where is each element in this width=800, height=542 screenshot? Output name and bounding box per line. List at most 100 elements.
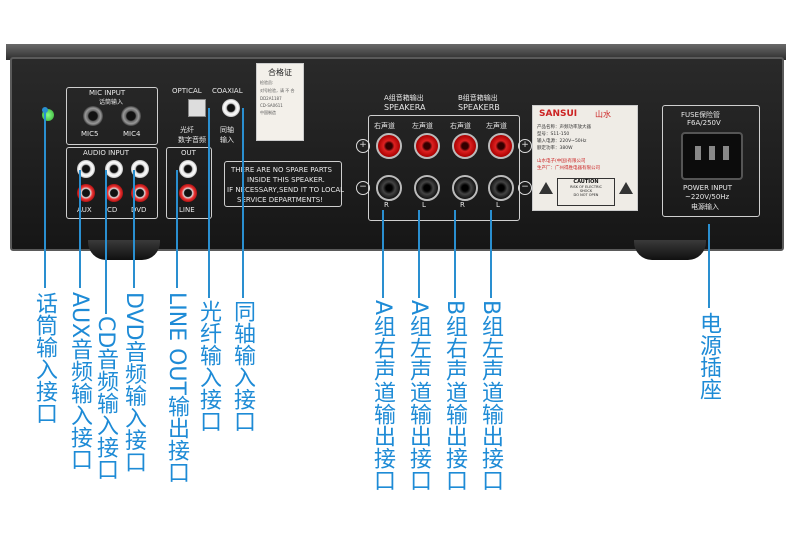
coaxial-jack[interactable] [222,99,240,117]
speaker-a-left-cn: 左声道 [412,122,433,130]
mic4-jack[interactable] [121,106,141,126]
cd-right-jack[interactable] [105,184,123,202]
caution-line: RISK OF ELECTRIC [570,185,602,189]
audio-input-panel: AUDIO INPUT AUX CD DVD [66,147,158,219]
callout-coaxial-input: 同轴输入接口 [230,300,255,432]
power-input-label: POWER INPUT [683,184,733,192]
speaker-b-en: SPEAKERB [458,103,500,112]
b-l-label: L [496,201,500,209]
b-right-negative-post[interactable] [452,175,478,201]
lightning-triangle-icon [619,182,633,194]
certificate-line: CD-SA0611 [260,103,283,108]
b-right-positive-post[interactable] [452,133,478,159]
plus-icon: + [356,139,370,153]
speaker-b-left-cn: 左声道 [486,122,507,130]
callout-line [44,110,46,288]
minus-icon: − [518,181,532,195]
callout-power-socket: 电源插座 [696,312,721,400]
dvd-right-jack[interactable] [131,184,149,202]
warning-triangle-icon [539,182,553,194]
mic5-label: MIC5 [81,130,99,138]
mic-input-panel: MIC INPUT 话筒输入 MIC5 MIC4 [66,87,158,145]
callout-optical-input: 光纤输入接口 [196,300,221,432]
spec-line: 产品名称：声频功率放大器 [537,125,591,130]
warning-line: IF NECESSARY,SEND IT TO LOCAL [227,186,345,194]
mic4-label: MIC4 [123,130,141,138]
plus-icon: + [518,139,532,153]
a-right-negative-post[interactable] [376,175,402,201]
aux-right-jack[interactable] [77,184,95,202]
brand-cn: 山水 [595,110,611,119]
optical-port[interactable] [188,99,206,117]
certificate-line: 对号检验，请 不 合 [260,88,295,93]
warning-box: THERE ARE NO SPARE PARTS INSIDE THIS SPE… [224,161,345,207]
callout-line [418,210,420,298]
callout-line [490,210,492,298]
aux-left-jack[interactable] [77,160,95,178]
a-left-positive-post[interactable] [414,133,440,159]
brand-name: SANSUI [539,109,578,119]
warning-line: THERE ARE NO SPARE PARTS [231,166,332,174]
certificate-sticker: 合格证 检验员: 对号检验，请 不 合 DD2A1187 CD-SA0611 中… [256,63,304,141]
certificate-line: 检验员: [260,80,274,85]
socket-pin [695,146,701,160]
b-left-negative-post[interactable] [488,175,514,201]
caution-title: CAUTION [573,179,599,185]
callout-a-left: A组左声道输出接口 [406,300,431,492]
spec-label: SANSUI 山水 产品名称：声频功率放大器 型号：S11-150 输入电源：2… [532,105,638,211]
callout-b-right: B组右声道输出接口 [442,300,467,492]
power-input-cn: 电源输入 [691,203,719,211]
callout-dvd-input: DVD音频输入接口 [121,292,146,473]
coaxial-cn-label: 同轴 [220,126,234,134]
foot [634,240,706,260]
callout-a-right: A组右声道输出接口 [370,300,395,492]
line-out-right-jack[interactable] [179,184,197,202]
line-out-panel: OUT LINE [166,147,212,219]
input-cn-label: 输入 [220,136,234,144]
speaker-a-cn: A组音箱输出 [384,94,424,102]
dvd-label: DVD [131,206,147,214]
b-left-positive-post[interactable] [488,133,514,159]
chassis-top [6,44,786,60]
mic5-jack[interactable] [83,106,103,126]
cd-label: CD [107,206,118,214]
socket-pin [709,146,715,160]
maker-line: 生产厂：广州得胜电器有限公司 [537,166,600,171]
power-input-value: ~220V/50Hz [685,193,730,201]
callout-line [208,108,210,298]
callout-cd-input: CD音频输入接口 [93,316,118,481]
audio-input-title: AUDIO INPUT [83,149,130,157]
callout-line-out: LINE OUT输出接口 [164,292,189,483]
foot [88,240,160,260]
a-left-negative-post[interactable] [414,175,440,201]
power-panel: FUSE保险管 F6A/250V POWER INPUT ~220V/50Hz … [662,105,760,217]
warning-line: SERVICE DEPARTMENTS! [237,196,323,204]
socket-pin [723,146,729,160]
callout-line [79,170,81,288]
callout-line [133,170,135,288]
spec-line: 型号：S11-150 [537,132,570,137]
caution-box: CAUTION RISK OF ELECTRIC SHOCK DO NOT OP… [557,178,615,206]
fuse-value: F6A/250V [687,119,721,127]
b-r-label: R [460,201,465,209]
a-r-label: R [384,201,389,209]
callout-line [105,170,107,314]
power-socket[interactable] [681,132,743,180]
warning-line: INSIDE THIS SPEAKER. [247,176,325,184]
certificate-title: 合格证 [268,68,292,77]
callout-line [382,210,384,298]
callout-aux-input: AUX音频输入接口 [67,292,92,471]
dvd-left-jack[interactable] [131,160,149,178]
callout-line [454,210,456,298]
speaker-a-en: SPEAKERA [384,103,426,112]
callout-b-left: B组左声道输出接口 [478,300,503,492]
aux-label: AUX [77,206,92,214]
cd-left-jack[interactable] [105,160,123,178]
mic-input-title: MIC INPUT [89,89,126,97]
mic-input-subtitle: 话筒输入 [99,99,124,106]
line-label: LINE [179,206,195,214]
coaxial-label: COAXIAL [212,87,243,95]
a-right-positive-post[interactable] [376,133,402,159]
line-out-left-jack[interactable] [179,160,197,178]
